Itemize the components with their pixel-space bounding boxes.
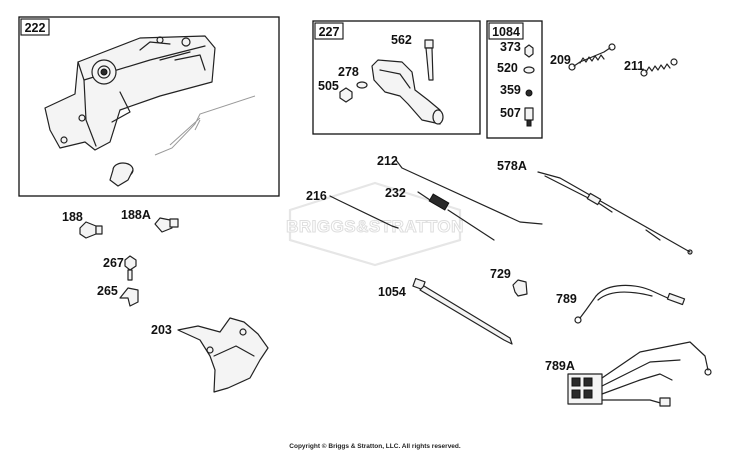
label-507: 507: [500, 106, 521, 120]
label-562: 562: [391, 33, 412, 47]
bolt-188A-drawing: [154, 217, 179, 233]
nut-505-drawing: [339, 87, 353, 103]
label-232: 232: [385, 186, 406, 200]
group-1084: 1084 373 520 359 507: [486, 20, 543, 139]
group-222: 222: [18, 16, 280, 197]
bushing-drawing: [109, 162, 134, 187]
lever-drawing: [371, 59, 444, 125]
label-1054: 1054: [378, 285, 406, 299]
rod-212-drawing: [395, 159, 543, 225]
label-216: 216: [306, 189, 327, 203]
washer-278-drawing: [356, 81, 368, 89]
control-bracket-drawing: [44, 35, 216, 151]
label-789A: 789A: [545, 359, 575, 373]
bolt-188-drawing: [79, 221, 103, 239]
label-212: 212: [377, 154, 398, 168]
nut-373-drawing: [524, 44, 534, 58]
box-label-222: 222: [25, 21, 46, 35]
label-188: 188: [62, 210, 83, 224]
label-578A: 578A: [497, 159, 527, 173]
label-505: 505: [318, 79, 339, 93]
clip-507-drawing: [524, 107, 534, 127]
harness-789A-drawing: [567, 341, 712, 407]
ring-359-drawing: [525, 89, 533, 97]
label-373: 373: [500, 40, 521, 54]
screw-267-drawing: [124, 255, 137, 281]
spring-209-drawing: [568, 43, 616, 71]
pin-562-drawing: [424, 39, 434, 81]
spring-211-drawing: [640, 58, 678, 77]
strap-1054-drawing: [412, 277, 513, 345]
label-278: 278: [338, 65, 359, 79]
label-211: 211: [624, 59, 644, 73]
label-729: 729: [490, 267, 511, 281]
spring-232-drawing: [417, 191, 495, 241]
ghost-cable: [154, 95, 256, 156]
washer-520-drawing: [523, 66, 535, 74]
group-227: 227 562 278 505: [312, 20, 481, 135]
label-209: 209: [550, 53, 571, 67]
label-789: 789: [556, 292, 577, 306]
label-203: 203: [151, 323, 172, 337]
box-label-227: 227: [319, 25, 340, 39]
clip-729-drawing: [512, 279, 528, 297]
label-265: 265: [97, 284, 118, 298]
label-188A: 188A: [121, 208, 151, 222]
rod-216-drawing: [329, 195, 399, 229]
label-267: 267: [103, 256, 124, 270]
harness-789-drawing: [574, 284, 686, 324]
box-label-1084: 1084: [492, 25, 520, 39]
clamp-265-drawing: [119, 287, 139, 307]
bracket-203-drawing: [177, 317, 269, 393]
copyright-notice: Copyright © Briggs & Stratton, LLC. All …: [289, 443, 461, 450]
cable-578A-drawing: [537, 171, 693, 255]
watermark-text: BRIGGS&STRATTON: [286, 217, 464, 236]
label-520: 520: [497, 61, 518, 75]
watermark-logo: BRIGGS&STRATTON: [286, 181, 464, 267]
label-359: 359: [500, 83, 521, 97]
